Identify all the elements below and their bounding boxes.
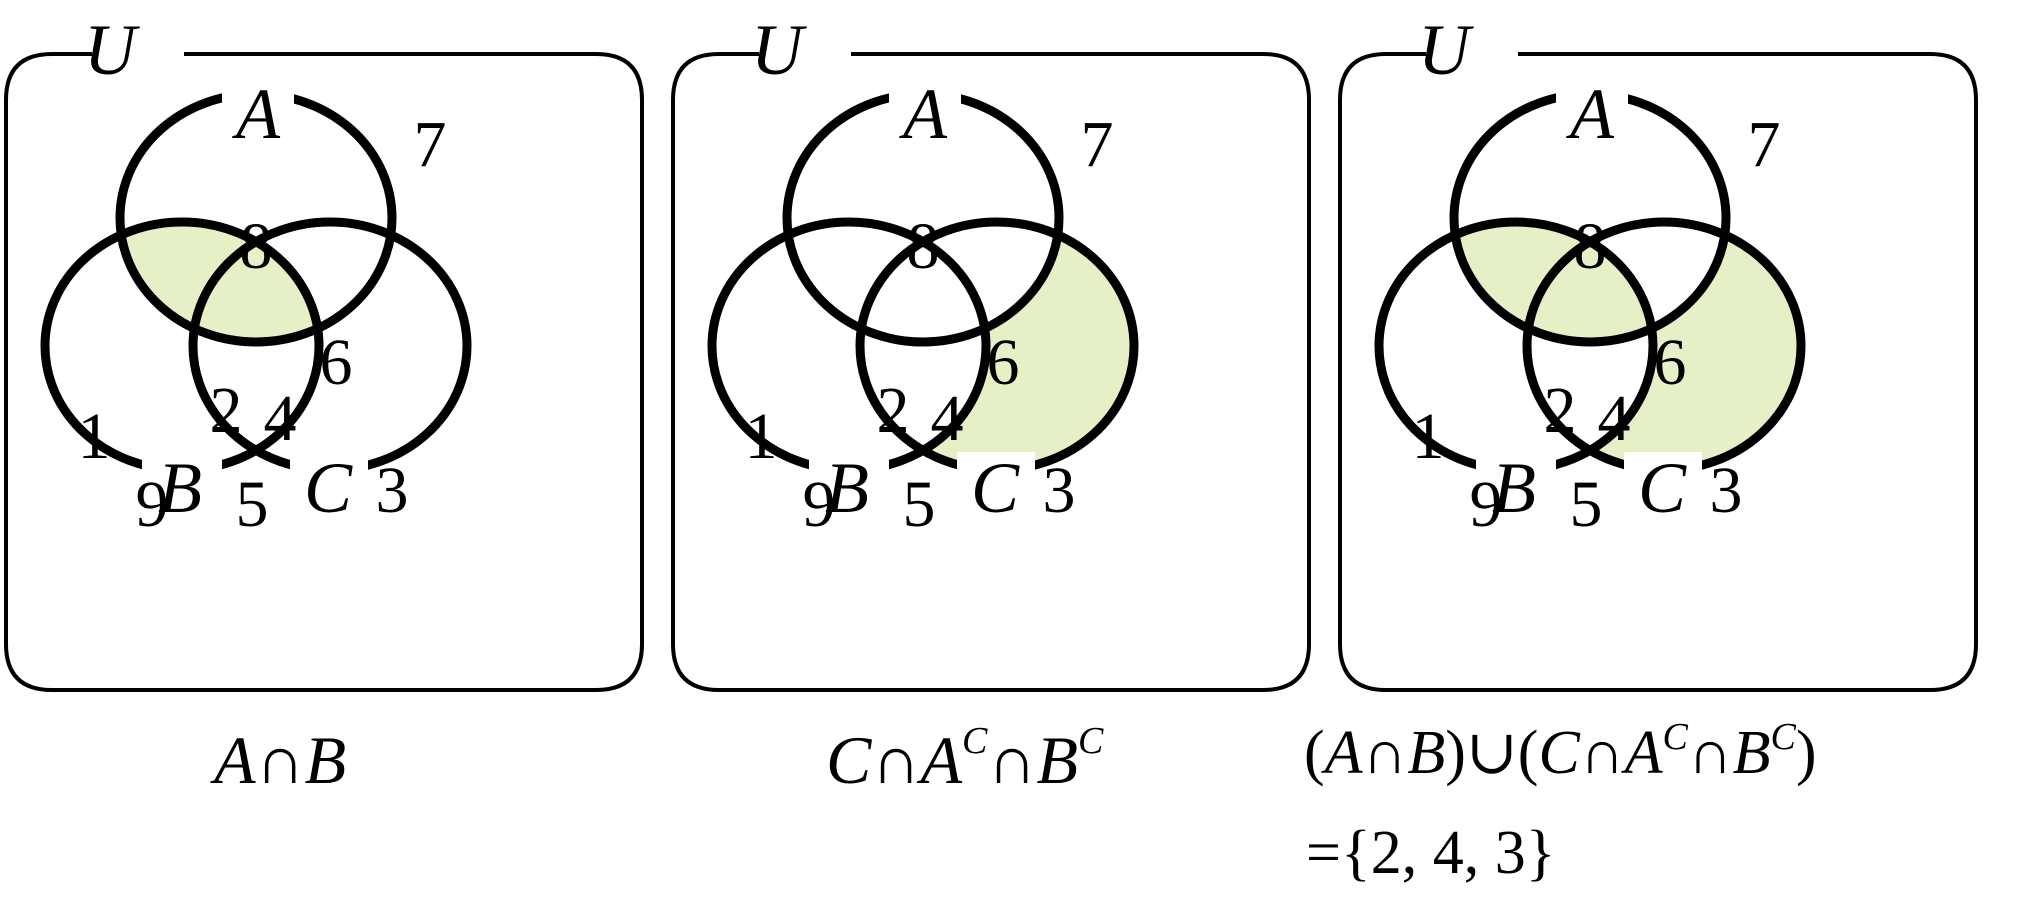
caption-set-a: A [1324, 719, 1363, 787]
result-set: ={2, 4, 3} [1306, 819, 1556, 887]
caption-intersection: ∩ [987, 722, 1037, 798]
caption-set-b: B [1407, 719, 1446, 787]
caption-paren: ( [1517, 719, 1539, 787]
caption-set-b: B [1732, 719, 1771, 787]
universe-label: U [84, 10, 140, 90]
caption-paren: ( [1304, 719, 1325, 787]
label-gap [1624, 452, 1702, 492]
universe-box [4, 52, 644, 692]
universe-box [1338, 52, 1978, 692]
caption-panel-3: (A∩B)∪(C∩AC∩BC) [1304, 718, 1817, 787]
region-a-intersect-c: 6 [987, 326, 1020, 399]
region-a-b-c: 4 [931, 382, 964, 455]
caption-intersection: ∩ [1579, 719, 1625, 787]
region-c-only: 3 [376, 454, 409, 527]
set-a-circle [782, 89, 1064, 347]
region-b-only: 1 [78, 400, 111, 473]
set-b-circle [1374, 217, 1658, 475]
caption-set-a: A [214, 722, 256, 798]
label-gap [809, 452, 889, 492]
shaded-region-a-intersect-b [120, 222, 319, 342]
caption-set-b: B [1036, 722, 1079, 798]
region-a-intersect-b: 2 [877, 374, 910, 447]
region-a-intersect-b: 2 [1544, 374, 1577, 447]
set-a-label: A [1566, 74, 1615, 154]
set-b-circle [707, 217, 991, 475]
universe-label: U [1418, 10, 1474, 90]
region-b-only: 1 [745, 400, 778, 473]
region-b-only: 1 [1412, 400, 1445, 473]
caption-result: ={2, 4, 3} [1306, 822, 1555, 884]
set-b-label: B [825, 448, 869, 528]
region-b-intersect-c: 5 [236, 468, 269, 541]
caption-intersection: ∩ [1687, 719, 1733, 787]
region-outside: 7 [1748, 108, 1781, 181]
region-b-intersect-c: 5 [1570, 468, 1603, 541]
region-outside: 7 [414, 108, 447, 181]
caption-intersection: ∩ [1362, 719, 1408, 787]
set-c-label: C [1638, 448, 1687, 528]
region-a-intersect-c: 6 [320, 326, 353, 399]
caption-paren: ) [1795, 719, 1817, 787]
region-b-only: 9 [803, 468, 836, 541]
caption-set-c: C [1538, 719, 1580, 787]
caption-set-c: C [826, 722, 872, 798]
caption-set-a: A [920, 722, 963, 798]
region-a-only: 8 [240, 210, 273, 283]
universe-box [671, 52, 1311, 692]
caption-complement-mark: C [1078, 720, 1104, 762]
region-c-only: 3 [1710, 454, 1743, 527]
caption-complement-mark: C [1662, 716, 1688, 758]
region-a-intersect-b: 2 [210, 374, 243, 447]
label-gap [889, 84, 961, 118]
caption-complement-mark: C [1770, 716, 1796, 758]
set-a-circle [115, 89, 397, 347]
caption-intersection: ∩ [255, 722, 305, 798]
caption-union: ∪ [1465, 719, 1518, 787]
region-a-only: 8 [1574, 210, 1607, 283]
region-a-intersect-c: 6 [1654, 326, 1687, 399]
label-gap [290, 452, 368, 492]
set-a-label: A [899, 74, 948, 154]
label-gap [1556, 84, 1628, 118]
caption-paren: ) [1445, 719, 1466, 787]
set-a-label: A [232, 74, 281, 154]
region-outside: 7 [1081, 108, 1114, 181]
caption-panel-2: C∩AC∩BC [826, 722, 1103, 794]
region-b-only: 9 [1470, 468, 1503, 541]
set-c-circle [1522, 217, 1806, 475]
caption-set-b: B [304, 722, 347, 798]
set-b-label: B [1492, 448, 1536, 528]
region-a-only: 8 [907, 210, 940, 283]
label-gap [1476, 452, 1556, 492]
region-b-only: 9 [136, 468, 169, 541]
caption-intersection: ∩ [871, 722, 921, 798]
region-c-only: 3 [1043, 454, 1076, 527]
region-a-b-c: 4 [1598, 382, 1631, 455]
caption-set-a: A [1624, 719, 1663, 787]
set-c-circle [855, 217, 1139, 475]
label-gap [142, 452, 222, 492]
caption-panel-1: A∩B [214, 726, 346, 794]
set-c-circle [188, 217, 472, 475]
set-a-circle [1449, 89, 1731, 347]
set-b-circle [40, 217, 324, 475]
universe-label: U [751, 10, 807, 90]
region-b-intersect-c: 5 [903, 468, 936, 541]
set-c-label: C [971, 448, 1020, 528]
caption-complement-mark: C [962, 720, 988, 762]
set-b-label: B [158, 448, 202, 528]
region-a-b-c: 4 [264, 382, 297, 455]
label-gap [957, 452, 1035, 492]
label-gap [222, 84, 294, 118]
set-c-label: C [304, 448, 353, 528]
